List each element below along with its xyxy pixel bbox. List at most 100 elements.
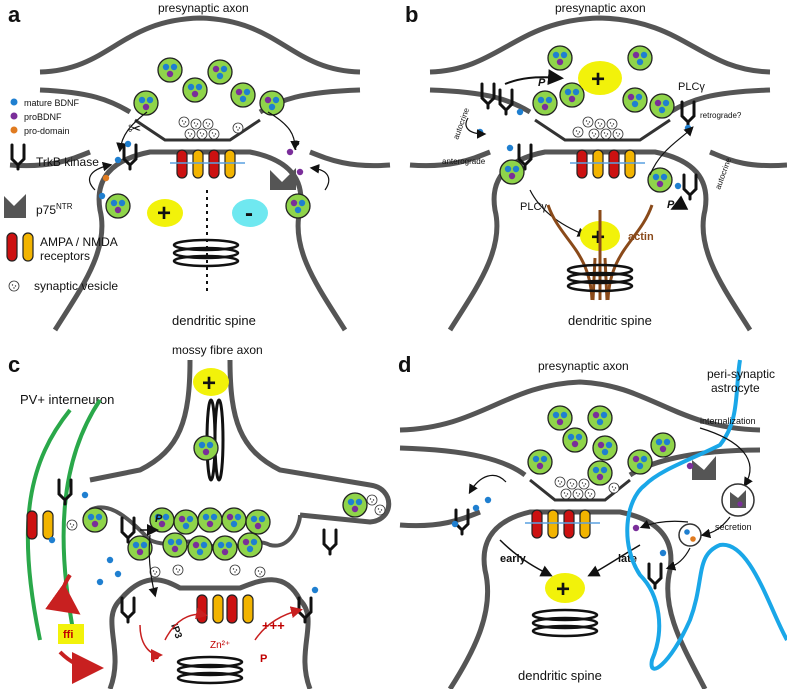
dendritic-spine-label-a: dendritic spine (172, 313, 256, 328)
vesicle-bdnf (562, 427, 588, 453)
vesicle-bdnf (157, 57, 183, 83)
mature-bdnf-swatch (10, 98, 18, 106)
astrocyte-label-1: peri-synaptic (707, 367, 775, 381)
plus-sign-d: + (556, 576, 570, 603)
vesicle-bdnf (230, 82, 256, 108)
p75ntr-receptor-icon (692, 456, 716, 480)
synaptic-vesicle (66, 519, 78, 531)
synaptic-vesicle (608, 482, 620, 494)
dendritic-spine-label-d: dendritic spine (518, 668, 602, 683)
legend-a: mature BDNF proBDNF pro-domain TrkB kina… (4, 98, 118, 293)
presynaptic-terminal-d (399, 379, 761, 433)
vesicle-bdnf (212, 535, 238, 561)
presynaptic-terminal-b (429, 15, 771, 75)
spine-apparatus-c (176, 655, 244, 685)
vesicle-bdnf (559, 82, 585, 108)
legend-p75: p75NTR (36, 202, 73, 217)
presynaptic-axon-label-d: presynaptic axon (538, 359, 629, 373)
vesicle-bdnf (650, 432, 676, 458)
secretion-label: secretion (715, 522, 752, 532)
vesicle-bdnf (182, 77, 208, 103)
ffi-arrow-up (45, 573, 81, 615)
synaptic-vesicle (172, 564, 184, 576)
plc-left-label: PLCγ (520, 201, 547, 213)
vesicle-bdnf (499, 159, 525, 185)
postsynaptic-spine-d (447, 509, 708, 689)
synaptic-vesicle (178, 116, 190, 128)
probdnf-swatch (10, 112, 18, 120)
vesicle-bdnf (622, 87, 648, 113)
synaptic-vesicle (184, 128, 196, 140)
vesicle-bdnf (173, 509, 199, 535)
vesicle-bdnf (627, 45, 653, 71)
synaptic-vesicle (202, 118, 214, 130)
synaptic-vesicle (554, 476, 566, 488)
synaptic-vesicle (366, 494, 378, 506)
vesicle-bdnf (207, 59, 233, 85)
synaptic-vesicle (232, 122, 244, 134)
spine-neck-curves-a (9, 149, 391, 169)
vesicle-bdnf (82, 507, 108, 533)
legend-receptors-2: receptors (40, 249, 90, 263)
vesicle-bdnf (133, 90, 159, 116)
plus-postsynaptic-d (545, 573, 585, 603)
plus-potentiation-a (147, 199, 183, 227)
synaptic-vesicle (254, 566, 266, 578)
synaptic-vesicle (600, 128, 612, 140)
spine-apparatus-d (531, 608, 599, 638)
trkb-receptor-icon (682, 173, 698, 201)
vesicle-bdnf (532, 90, 558, 116)
mossy-fibre-label: mossy fibre axon (172, 343, 263, 357)
presynaptic-axon-label-a: presynaptic axon (158, 1, 249, 15)
synaptic-vesicle (572, 126, 584, 138)
panel-a: a presynaptic axon ? ✂ + (4, 1, 391, 332)
legend-trkb: TrkB kinase (36, 155, 99, 169)
plusplusplus-label: +++ (262, 618, 285, 633)
vesicle-bdnf (342, 492, 368, 518)
legend-receptors-1: AMPA / NMDA (40, 235, 118, 249)
secretory-vesicle (678, 523, 702, 547)
thorny-excrescence (107, 577, 313, 689)
anterograde-label: anterograde (442, 157, 486, 166)
presynaptic-terminal-a (39, 15, 361, 75)
scissors-icon: ✂ (128, 121, 141, 138)
synaptic-vesicle (229, 564, 241, 576)
pv-interneuron-label: PV+ interneuron (20, 392, 114, 407)
trkb-receptor-icon (647, 562, 663, 590)
astrocyte-label-2: astrocyte (711, 381, 760, 395)
trkb-receptor-icon (322, 528, 338, 556)
vesicle-bdnf (221, 507, 247, 533)
synaptic-vesicle (588, 128, 600, 140)
synaptic-vesicle-legend-icon (8, 280, 20, 292)
autocrine-left-label: autocrine (451, 106, 471, 141)
dendritic-spine-label-b: dendritic spine (568, 313, 652, 328)
synaptic-vesicle (606, 118, 618, 130)
synaptic-vesicle (374, 504, 386, 516)
zinc-label: Zn²⁺ (210, 640, 230, 651)
plus-sign-a: + (157, 200, 171, 227)
legend-pro-domain: pro-domain (24, 126, 70, 136)
vesicle-bdnf (259, 90, 285, 116)
vesicle-bdnf (587, 405, 613, 431)
panel-d: d presynaptic axon early lat (398, 352, 787, 689)
phospho-label-b-right: P (667, 199, 675, 211)
vesicle-bdnf (187, 535, 213, 561)
vesicle-bdnf (127, 535, 153, 561)
mossy-fibre-terminal (89, 359, 392, 525)
panel-letter-d: d (398, 352, 411, 377)
ip3-label: IP3 (168, 622, 184, 640)
ffi-box (58, 624, 84, 644)
plus-presynaptic-c (193, 368, 229, 396)
vesicle-bdnf (105, 193, 131, 219)
synaptic-vesicle (190, 118, 202, 130)
pro-domain-swatch (10, 126, 18, 134)
vesicle-bdnf (649, 93, 675, 119)
ffi-arrow-down (58, 650, 104, 684)
vesicle-bdnf (162, 532, 188, 558)
synaptic-vesicle (612, 128, 624, 140)
plus-presynaptic-b (578, 61, 622, 95)
vesicle-bdnf (245, 509, 271, 535)
synaptic-vesicle (572, 488, 584, 500)
astrocyte-process (625, 359, 787, 671)
panel-c: c mossy fibre axon PV+ interneuron + (8, 343, 392, 689)
